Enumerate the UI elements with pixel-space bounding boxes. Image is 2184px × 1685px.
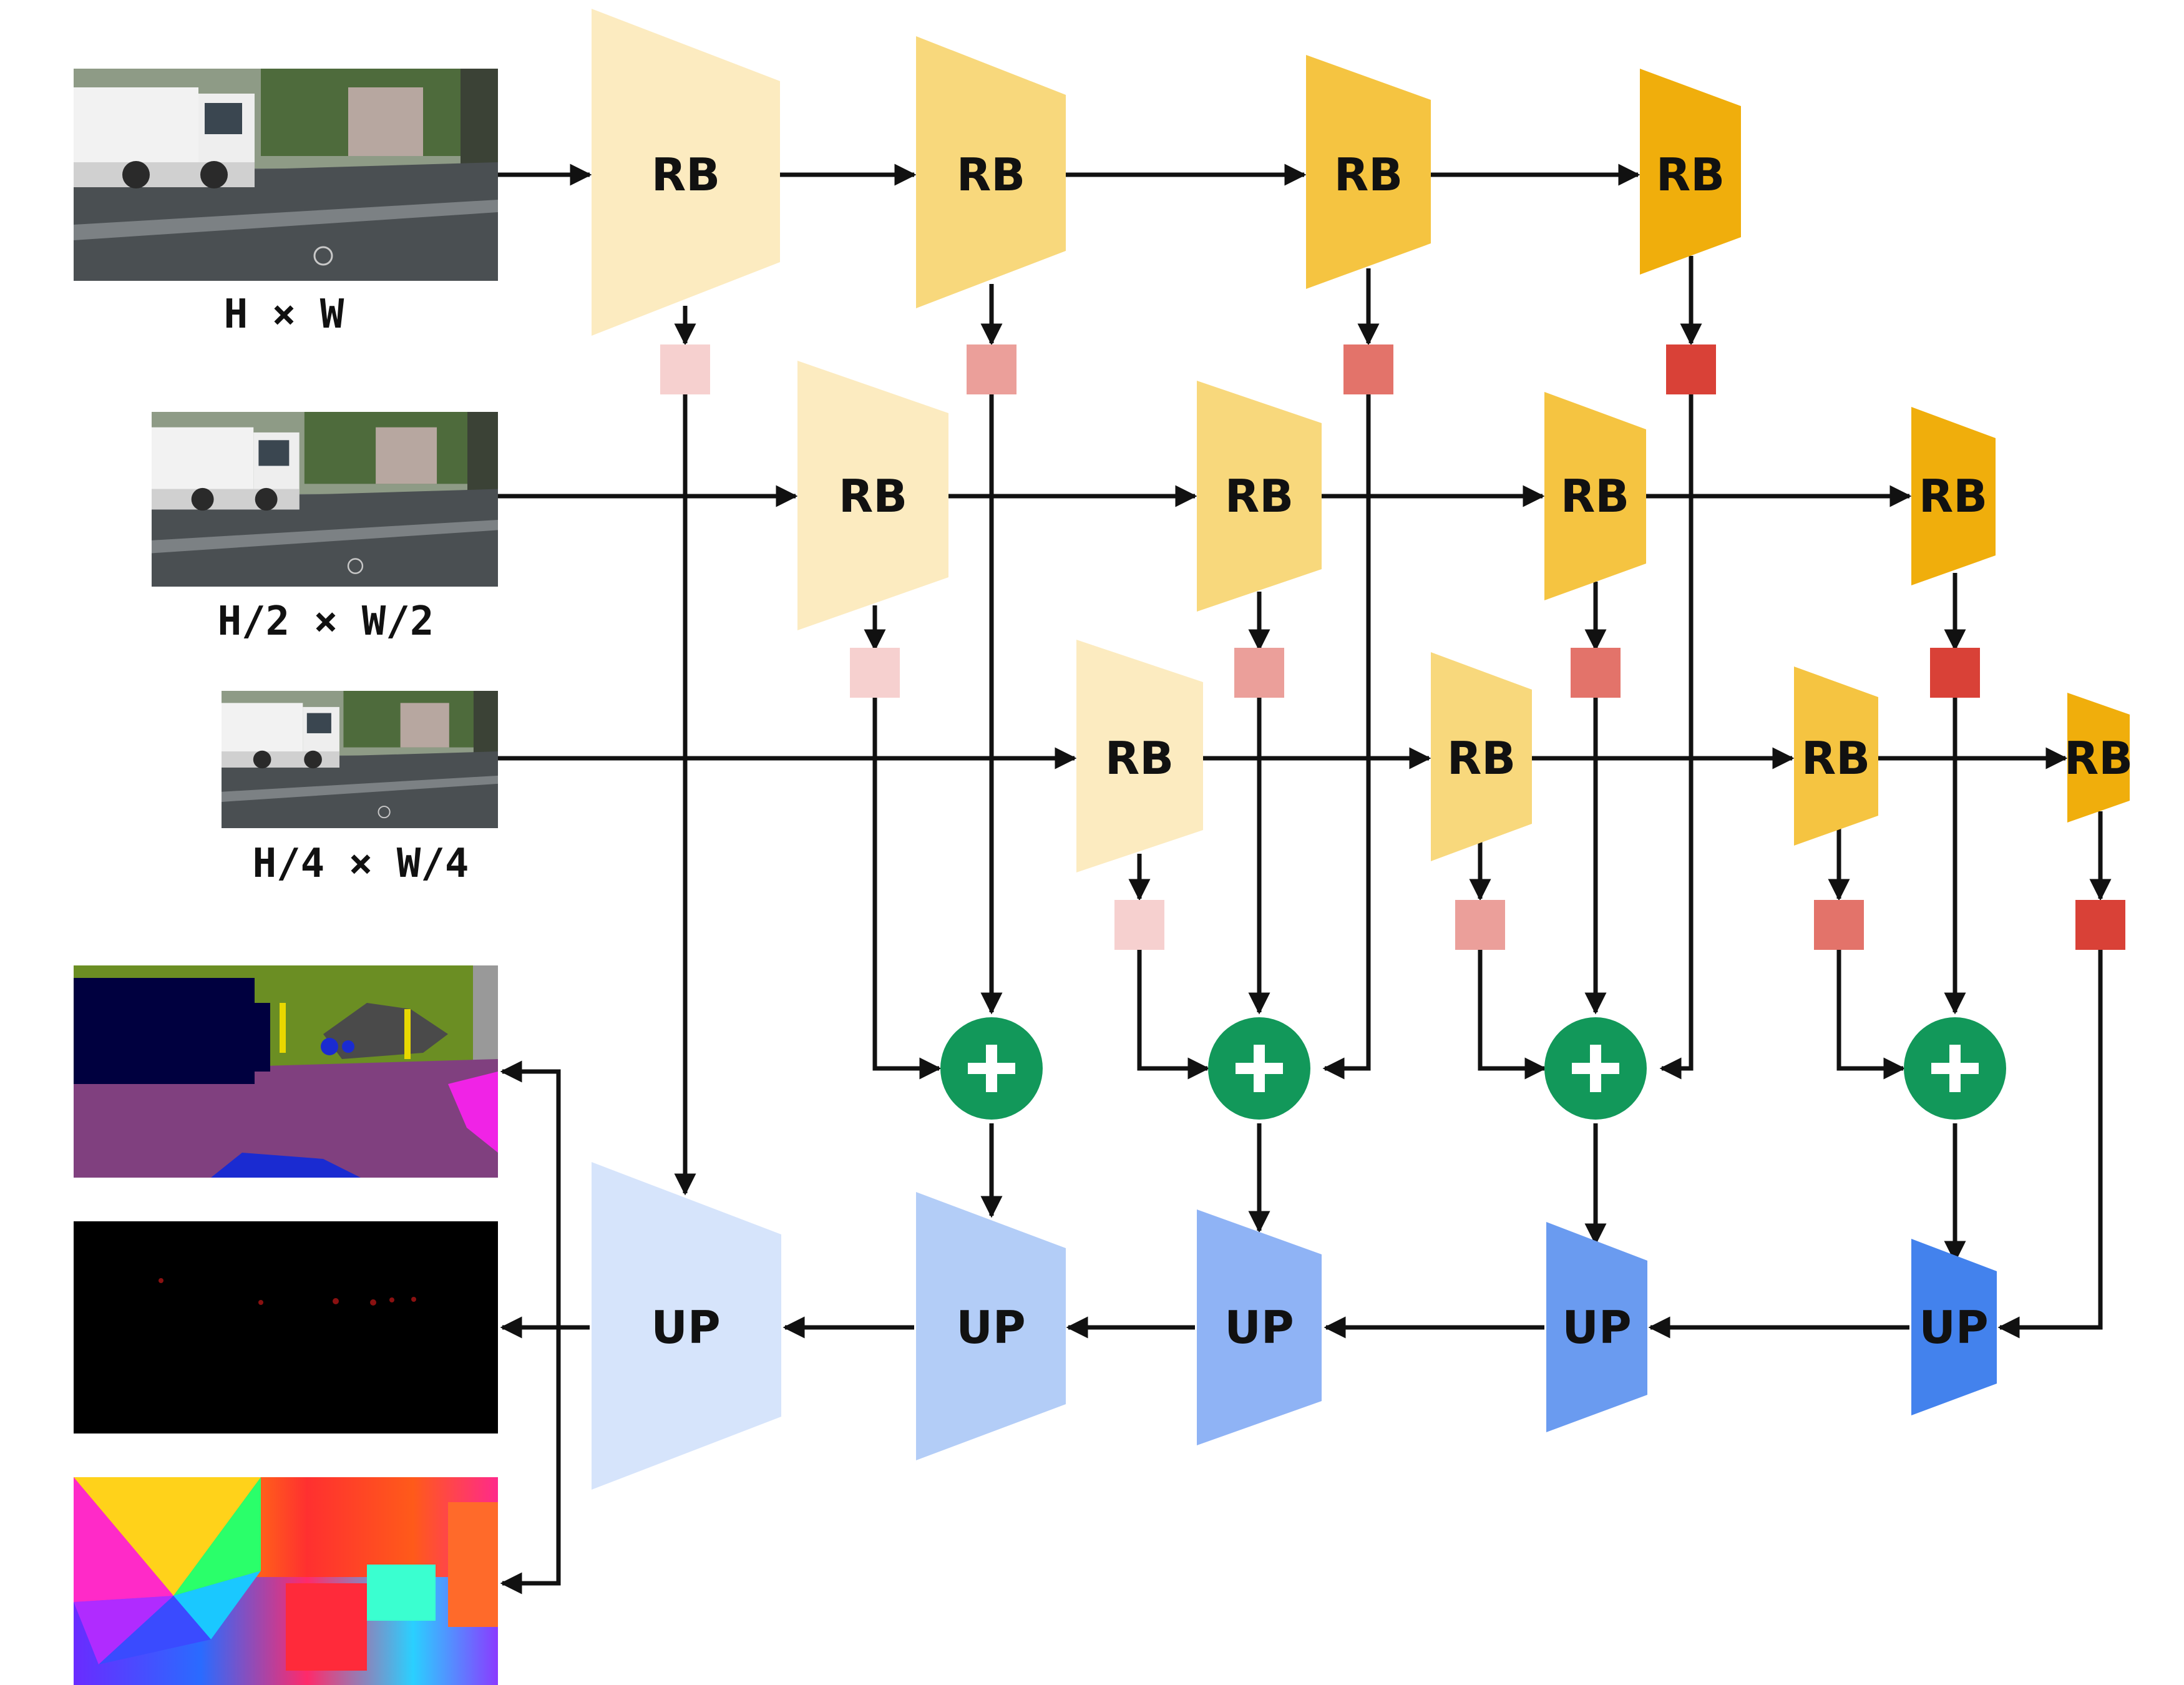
rb-label: RB	[1656, 149, 1725, 201]
up-block-5: UP	[1911, 1239, 1997, 1415]
input-image-quarter	[222, 691, 498, 828]
output-segmentation-map	[74, 965, 498, 1178]
feature-square-r2-1	[850, 648, 900, 698]
rb-label: RB	[1225, 470, 1294, 522]
up-label: UP	[651, 1301, 720, 1354]
feature-square-r1-3	[1343, 344, 1393, 394]
plus-circle-icon	[1544, 1017, 1647, 1120]
plus-circle-icon	[1208, 1017, 1310, 1120]
rb-label: RB	[957, 149, 1025, 201]
output-flow-map	[74, 1477, 498, 1685]
rb-label: RB	[1334, 149, 1403, 201]
input-image-full	[74, 69, 498, 281]
rb-block-r2-3: RB	[1544, 392, 1646, 600]
plus-circle-icon	[940, 1017, 1043, 1120]
feature-square-r3-2	[1455, 900, 1505, 950]
up-label: UP	[956, 1301, 1025, 1354]
rb-block-r3-4: RB	[2064, 693, 2133, 823]
up-label: UP	[1919, 1301, 1988, 1354]
rb-block-r2-2: RB	[1197, 381, 1322, 612]
connections	[498, 164, 2112, 1595]
rb-block-r3-3: RB	[1794, 667, 1878, 846]
rb-block-r1-3: RB	[1306, 55, 1431, 289]
rb-block-r1-2: RB	[916, 36, 1066, 308]
rb-label: RB	[1447, 732, 1516, 784]
scale-label-full: H × W	[224, 291, 344, 338]
rb-block-r1-4: RB	[1640, 69, 1741, 275]
feature-square-r2-2	[1234, 648, 1284, 698]
feature-square-r3-4	[2075, 900, 2125, 950]
rb-label: RB	[1801, 732, 1870, 784]
feature-square-r3-3	[1814, 900, 1864, 950]
rb-block-r2-1: RB	[797, 361, 948, 630]
rb-label: RB	[1105, 732, 1174, 784]
output-dark-map	[74, 1221, 498, 1433]
feature-square-r2-4	[1930, 648, 1980, 698]
feature-square-r2-3	[1571, 648, 1621, 698]
rb-block-r3-1: RB	[1076, 640, 1203, 872]
input-image-half	[152, 412, 498, 587]
feature-square-r1-2	[967, 344, 1016, 394]
rb-label: RB	[1561, 470, 1629, 522]
up-block-4: UP	[1546, 1222, 1647, 1432]
feature-square-r3-1	[1114, 900, 1164, 950]
rb-block-r3-2: RB	[1431, 652, 1532, 861]
feature-square-r1-4	[1666, 344, 1716, 394]
rb-block-r1-1: RB	[592, 9, 780, 336]
rb-block-r2-4: RB	[1911, 407, 1996, 585]
feature-square-r1-1	[660, 344, 710, 394]
feature-squares	[660, 344, 2125, 950]
scale-label-quarter: H/4 × W/4	[253, 841, 469, 887]
scale-label-half: H/2 × W/2	[218, 598, 434, 645]
up-block-3: UP	[1197, 1209, 1322, 1445]
up-label: UP	[1562, 1301, 1631, 1354]
plus-circle-icon	[1904, 1017, 2006, 1120]
rb-label: RB	[651, 149, 720, 201]
rb-label: RB	[1919, 470, 1987, 522]
up-block-1: UP	[592, 1162, 781, 1490]
up-label: UP	[1224, 1301, 1294, 1354]
up-block-2: UP	[916, 1192, 1066, 1460]
rb-label: RB	[2064, 732, 2133, 784]
rb-label: RB	[839, 470, 907, 522]
